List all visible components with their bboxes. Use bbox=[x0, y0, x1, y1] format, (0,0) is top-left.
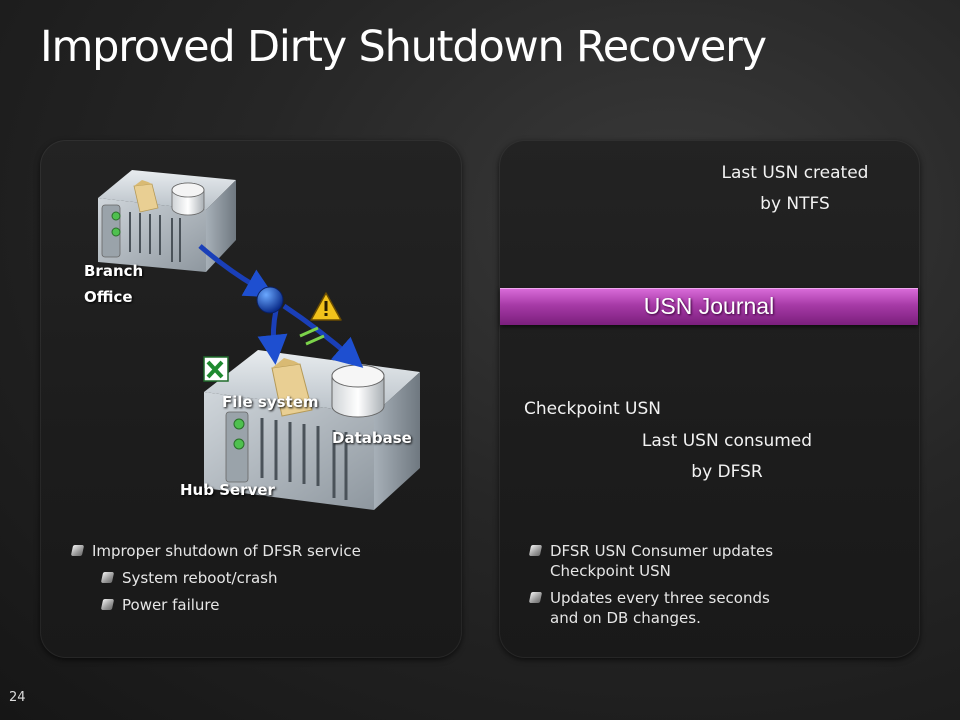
bullet-item: Power failure bbox=[100, 595, 452, 615]
usn-journal-label: USN Journal bbox=[643, 293, 775, 319]
bullet-icon bbox=[100, 572, 115, 583]
right-panel bbox=[499, 140, 920, 658]
file-system-label: File system bbox=[222, 393, 319, 411]
bullet-item: System reboot/crash bbox=[100, 568, 452, 588]
bullet-icon bbox=[100, 599, 115, 610]
database-label: Database bbox=[332, 429, 412, 447]
bullet-icon bbox=[528, 545, 543, 556]
last-usn-created-label: Last USN created by NTFS bbox=[721, 163, 869, 214]
checkpoint-usn-label: Checkpoint USN bbox=[524, 399, 662, 419]
last-usn-consumed-label: Last USN consumed by DFSR bbox=[641, 431, 813, 482]
left-bullet-list: Improper shutdown of DFSR service System… bbox=[70, 541, 452, 622]
bullet-item: Improper shutdown of DFSR service bbox=[70, 541, 452, 561]
usn-journal-bar: USN Journal bbox=[500, 288, 918, 325]
bullet-icon bbox=[528, 592, 543, 603]
branch-office-label: Branch Office bbox=[84, 262, 144, 306]
slide-title: Improved Dirty Shutdown Recovery bbox=[40, 22, 767, 72]
bullet-icon bbox=[70, 545, 85, 556]
hub-server-label: Hub Server bbox=[180, 481, 275, 499]
page-number: 24 bbox=[9, 690, 26, 705]
